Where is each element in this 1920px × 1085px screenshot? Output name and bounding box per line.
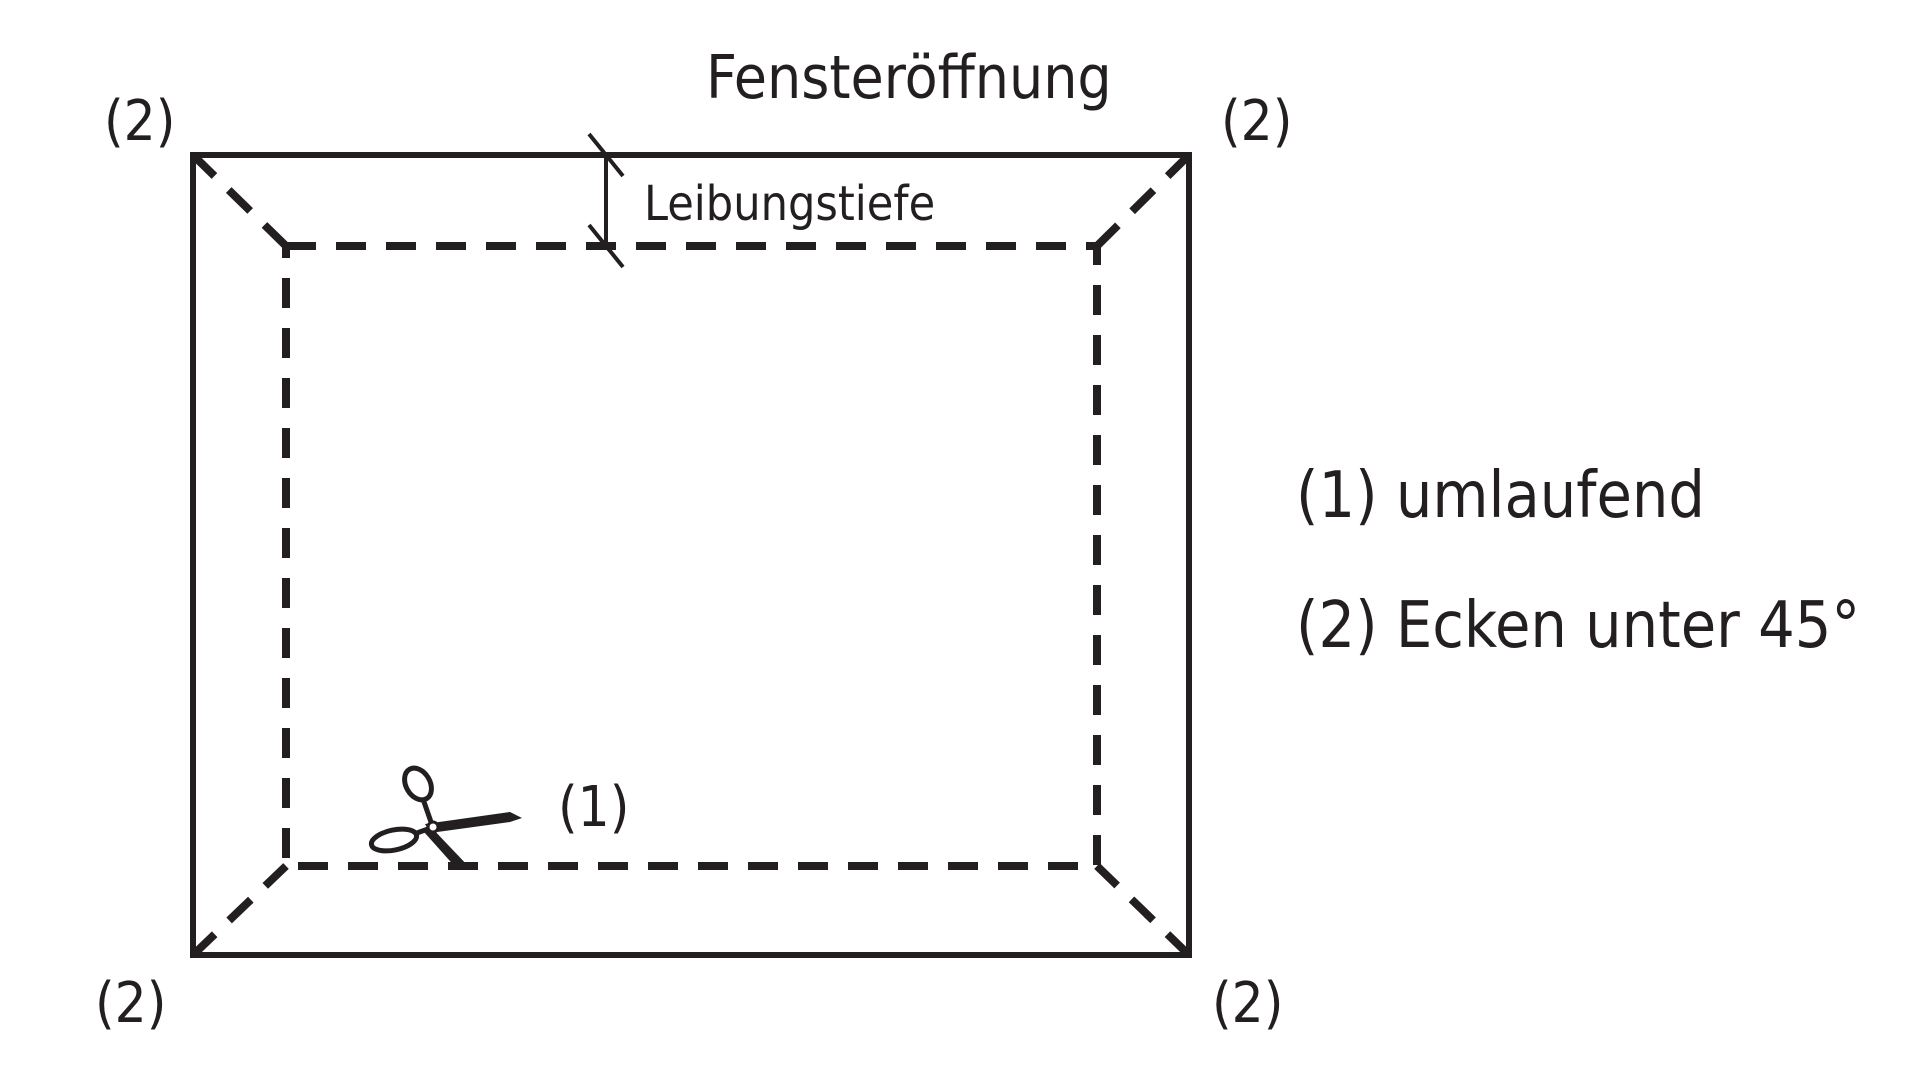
dimension-tick-bottom <box>587 223 625 269</box>
corner-label-top-right: (2) <box>1221 89 1292 154</box>
corner-label-bottom-left: (2) <box>95 971 166 1036</box>
corner-line-bottom-right <box>1094 863 1192 958</box>
inner-dashed-cut-line <box>282 242 1101 870</box>
corner-cut-lines <box>190 152 1192 958</box>
cut-marker-label: (1) <box>558 775 629 840</box>
legend-item-2: (2) Ecken unter 45° <box>1296 589 1860 663</box>
depth-label: Leibungstiefe <box>644 176 935 232</box>
outer-frame <box>190 152 1192 958</box>
corner-line-bottom-left <box>190 863 289 958</box>
corner-line-top-right <box>1094 152 1192 249</box>
title-label: Fensteröffnung <box>706 43 1112 113</box>
corner-label-top-left: (2) <box>104 89 175 154</box>
legend-item-1: (1) umlaufend <box>1296 459 1705 533</box>
corner-line-top-left <box>190 152 289 249</box>
depth-dimension <box>587 132 625 269</box>
corner-label-bottom-right: (2) <box>1212 971 1283 1036</box>
scissors-icon <box>368 765 522 870</box>
dimension-tick-top <box>587 132 625 178</box>
